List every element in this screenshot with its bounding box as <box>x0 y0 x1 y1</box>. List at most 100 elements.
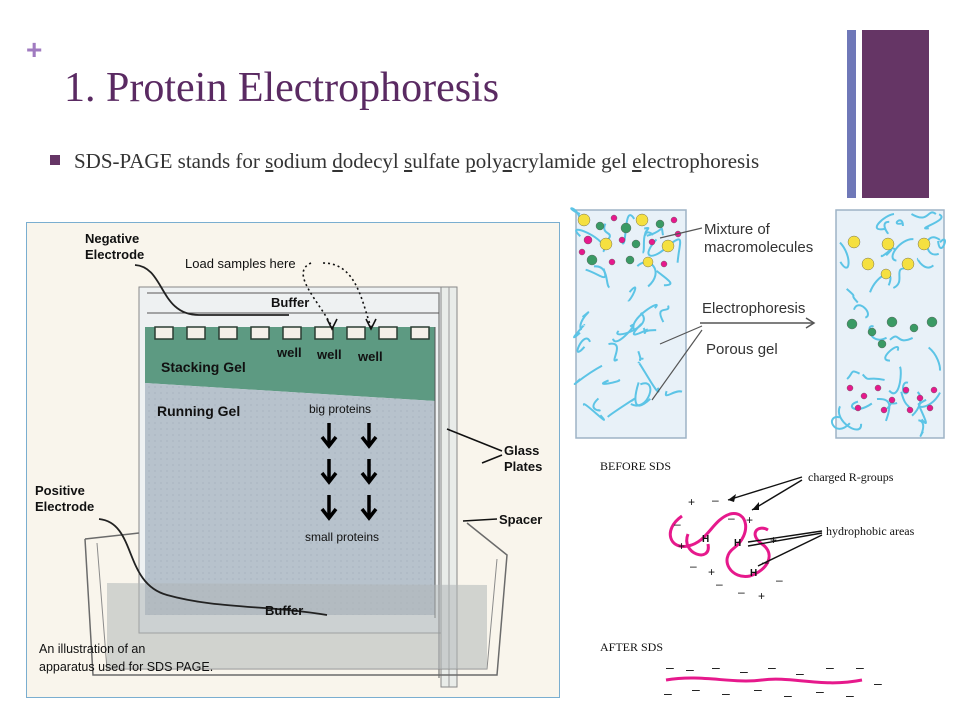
gel-fiber <box>937 238 946 249</box>
svg-text:–: – <box>754 681 762 697</box>
molecule <box>860 392 868 400</box>
molecule <box>880 406 888 414</box>
molecule <box>846 318 858 330</box>
molecule <box>881 237 895 251</box>
gel-fiber <box>592 397 601 412</box>
molecule <box>583 235 593 245</box>
bullet-part: oly <box>475 149 503 173</box>
label-positive-electrode-2: Electrode <box>35 499 94 514</box>
label-negative-electrode-1: Negative <box>85 231 139 246</box>
gel-fiber <box>576 337 591 353</box>
molecule <box>867 327 877 337</box>
svg-text:+: + <box>770 533 777 547</box>
label-small-proteins: small proteins <box>305 530 379 544</box>
gel-fiber <box>846 288 859 304</box>
label-positive-electrode-1: Positive <box>35 483 85 498</box>
bullet-part: d <box>332 149 343 173</box>
molecule <box>926 316 938 328</box>
molecule <box>926 404 934 412</box>
molecule <box>595 221 605 231</box>
gel-fiber <box>880 248 893 258</box>
molecule <box>847 235 861 249</box>
svg-text:–: – <box>768 659 776 675</box>
svg-text:+: + <box>758 589 765 603</box>
label-glass-plates-2: Plates <box>504 459 542 474</box>
gel-fiber <box>891 238 914 262</box>
gel-fiber <box>917 402 927 424</box>
svg-text:–: – <box>728 511 735 525</box>
caption-line-1: An illustration of an <box>39 642 145 656</box>
stacking-gel-region <box>145 327 435 401</box>
svg-text:–: – <box>738 585 745 599</box>
molecule <box>608 258 616 266</box>
svg-text:+: + <box>688 495 695 509</box>
svg-text:–: – <box>716 577 723 591</box>
molecule <box>670 216 678 224</box>
gel-fiber <box>918 392 941 408</box>
gel-fiber <box>876 213 895 231</box>
gel-fiber <box>627 286 637 302</box>
well-teeth <box>154 326 430 340</box>
gel-fiber <box>876 398 891 422</box>
svg-text:–: – <box>856 659 864 675</box>
gel-fiber <box>655 270 672 287</box>
bullet-part: odium <box>273 149 333 173</box>
gel-fiber <box>851 400 873 411</box>
bullet-part: g <box>601 149 612 173</box>
molecule <box>909 323 919 333</box>
svg-text:–: – <box>686 661 694 677</box>
label-running-gel: Running Gel <box>157 403 240 419</box>
gel-fiber <box>831 416 851 430</box>
gel-fiber <box>664 390 683 397</box>
svg-text:–: – <box>712 659 720 675</box>
gel-fiber <box>611 323 635 343</box>
gel-fiber <box>573 364 603 385</box>
gel-fiber <box>918 419 925 437</box>
svg-text:H: H <box>702 534 709 545</box>
molecule <box>618 236 626 244</box>
molecules-right <box>846 235 938 414</box>
label-after-sds: AFTER SDS <box>600 640 663 654</box>
bullet-part: p <box>465 149 476 173</box>
molecule <box>846 384 854 392</box>
molecule <box>660 260 668 268</box>
label-well-2: well <box>316 347 342 362</box>
gel-fiber <box>916 257 934 269</box>
molecule <box>877 339 887 349</box>
migration-arrows <box>320 423 378 521</box>
svg-text:–: – <box>664 685 672 701</box>
label-porous-gel: Porous gel <box>706 341 778 358</box>
label-electrophoresis: Electrophoresis <box>702 300 805 317</box>
molecule <box>874 384 882 392</box>
molecule <box>620 222 632 234</box>
label-spacer: Spacer <box>499 512 542 527</box>
bullet-part: ulfate <box>412 149 466 173</box>
gel-fiber <box>606 397 636 418</box>
bullet-part: a <box>502 149 512 173</box>
molecule <box>655 219 665 229</box>
gel-fiber <box>583 403 606 421</box>
molecule <box>586 254 598 266</box>
svg-text:+: + <box>746 513 753 527</box>
svg-text:–: – <box>784 687 792 703</box>
apparatus-illustration: Negative Electrode Load samples here Buf… <box>35 231 542 688</box>
svg-text:–: – <box>692 681 700 697</box>
svg-text:–: – <box>712 493 719 507</box>
molecule <box>888 396 896 404</box>
label-load-samples: Load samples here <box>185 256 296 271</box>
label-mixture-1: Mixture of <box>704 221 771 238</box>
gel-fiber <box>888 366 902 395</box>
right-diagrams: Mixture of macromolecules Electrophoresi… <box>562 204 952 714</box>
gel-fiber <box>637 350 644 362</box>
gel-fiber <box>671 238 682 263</box>
molecules-left <box>577 213 682 268</box>
gel-fiber <box>659 305 670 323</box>
gel-fiber <box>643 226 650 236</box>
after-sds-charges: –––––––– –––––––– <box>664 659 882 703</box>
molecule <box>577 213 591 227</box>
bullet-part: odecyl <box>342 149 405 173</box>
bullet-part: s <box>265 149 274 173</box>
gel-fiber <box>927 346 942 371</box>
hydrophobic-h-labels: H H H <box>702 534 757 579</box>
label-charged-r-groups: charged R-groups <box>808 470 894 484</box>
